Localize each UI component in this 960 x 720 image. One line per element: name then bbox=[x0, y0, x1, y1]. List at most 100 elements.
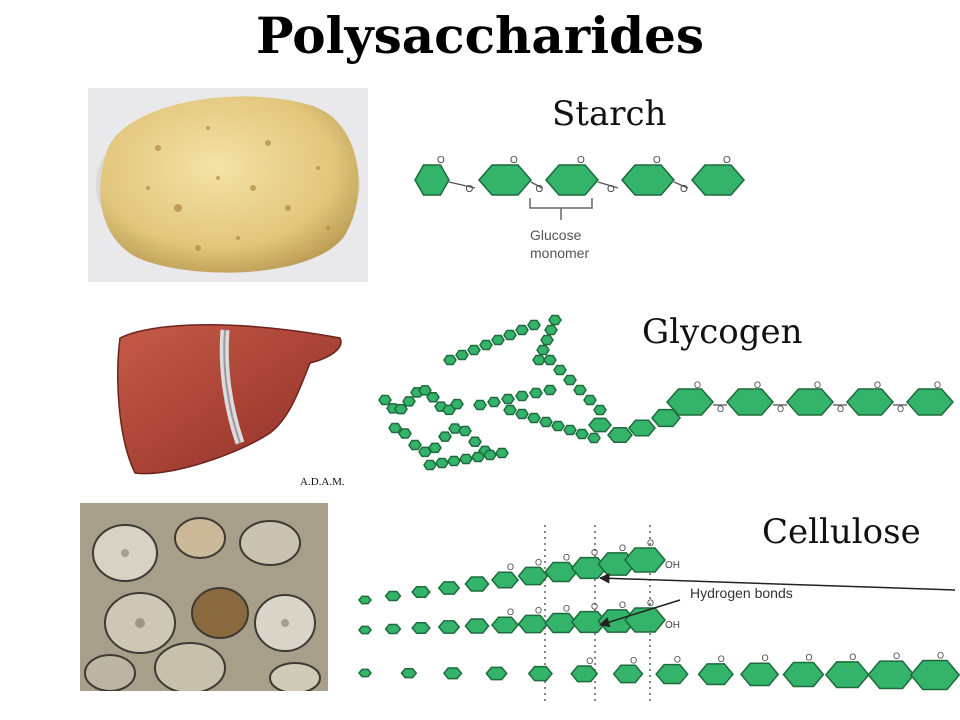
bridge-oxygen-label: O bbox=[717, 404, 724, 414]
glycosidic-link bbox=[597, 181, 619, 189]
hydroxyl-label: OH bbox=[665, 620, 680, 631]
ring-oxygen-label: O bbox=[507, 562, 514, 572]
ring-oxygen-label: O bbox=[563, 604, 570, 614]
starch-glucose-monomer bbox=[478, 164, 532, 196]
hydroxyl-label: OH bbox=[665, 560, 680, 571]
glycogen-linear-monomer bbox=[905, 388, 955, 416]
cellulose-monomer bbox=[358, 595, 372, 605]
starch-label: Starch bbox=[552, 94, 667, 134]
cellulose-monomer bbox=[740, 662, 780, 687]
starch-glucose-monomer bbox=[545, 164, 599, 196]
cellulose-monomer bbox=[697, 663, 734, 686]
ring-oxygen-label: O bbox=[563, 553, 570, 563]
glycogen-monomer bbox=[587, 432, 601, 444]
glycogen-monomer bbox=[495, 447, 509, 459]
glycogen-monomer bbox=[543, 384, 557, 396]
monomer-bracket bbox=[529, 198, 593, 209]
hbond-arrow-1 bbox=[598, 573, 956, 591]
cellulose-monomer bbox=[358, 625, 372, 635]
glycogen-monomer bbox=[398, 428, 412, 439]
cellulose-monomer bbox=[544, 561, 578, 583]
glycogen-monomer bbox=[473, 399, 487, 411]
liver-illustration: A.D.A.M. bbox=[110, 318, 345, 493]
cellulose-monomer bbox=[517, 614, 549, 634]
glycogen-monomer bbox=[593, 404, 607, 416]
glucose-annotation-line2: monomer bbox=[530, 245, 589, 261]
glycogen-linear-monomer bbox=[785, 388, 835, 416]
wood-logs-photo bbox=[80, 503, 328, 691]
glycogen-monomer bbox=[491, 334, 505, 346]
glycogen-monomer bbox=[447, 455, 461, 467]
glycogen-monomer bbox=[563, 424, 577, 436]
adam-credit: A.D.A.M. bbox=[300, 476, 345, 488]
glycogen-monomer bbox=[553, 364, 567, 376]
hbond-arrow-2 bbox=[598, 599, 681, 628]
cellulose-monomer bbox=[464, 576, 490, 592]
ring-oxygen-label: O bbox=[653, 155, 661, 166]
ring-oxygen-label: O bbox=[619, 600, 626, 610]
glycogen-monomer bbox=[435, 457, 449, 469]
glycogen-monomer bbox=[628, 419, 656, 437]
ring-oxygen-label: O bbox=[577, 155, 585, 166]
glycogen-monomer bbox=[471, 451, 485, 463]
glycogen-monomer bbox=[428, 442, 442, 454]
glycogen-monomer bbox=[583, 394, 597, 406]
cellulose-monomer bbox=[517, 566, 549, 586]
glycogen-monomer bbox=[394, 403, 408, 415]
glycogen-monomer bbox=[515, 390, 529, 402]
bridge-oxygen-label: O bbox=[607, 184, 615, 195]
glycogen-monomer bbox=[527, 412, 541, 424]
glycogen-monomer bbox=[443, 354, 457, 366]
cellulose-monomer bbox=[442, 667, 463, 680]
bridge-oxygen-label: O bbox=[897, 404, 904, 414]
glycogen-monomer bbox=[563, 374, 577, 386]
potato-photo bbox=[88, 88, 368, 282]
glycosidic-link bbox=[448, 181, 476, 189]
cellulose-monomer bbox=[491, 571, 519, 589]
ring-oxygen-label: O bbox=[754, 380, 761, 390]
cellulose-monomer bbox=[437, 581, 461, 595]
glycogen-monomer bbox=[402, 396, 416, 407]
ring-oxygen-label: O bbox=[507, 607, 514, 617]
glycogen-monomer bbox=[573, 384, 587, 396]
ring-oxygen-label: O bbox=[814, 380, 821, 390]
cellulose-monomer bbox=[491, 616, 519, 634]
bridge-oxygen-label: O bbox=[777, 404, 784, 414]
glycogen-monomer bbox=[458, 425, 472, 437]
bridge-oxygen-label: O bbox=[536, 184, 544, 195]
ring-oxygen-label: O bbox=[805, 653, 812, 663]
glycogen-monomer bbox=[455, 349, 469, 361]
hydrogen-bonds-annotation: Hydrogen bonds bbox=[690, 585, 793, 601]
glycogen-linear-monomer bbox=[845, 388, 895, 416]
ring-oxygen-label: O bbox=[937, 650, 944, 660]
glycogen-monomer bbox=[588, 417, 612, 433]
ring-oxygen-label: O bbox=[934, 380, 941, 390]
starch-glucose-monomer bbox=[414, 164, 450, 196]
glycogen-monomer bbox=[450, 398, 464, 410]
cellulose-monomer bbox=[867, 660, 915, 690]
ring-oxygen-label: O bbox=[591, 602, 598, 612]
cellulose-monomer bbox=[384, 590, 402, 602]
glycogen-monomer bbox=[515, 324, 529, 336]
glycogen-monomer bbox=[467, 344, 481, 356]
ring-oxygen-label: O bbox=[674, 655, 681, 665]
glucose-annotation-line1: Glucose bbox=[530, 227, 582, 243]
ring-oxygen-label: O bbox=[619, 543, 626, 553]
ring-oxygen-label: O bbox=[849, 652, 856, 662]
glycogen-monomer bbox=[536, 344, 550, 356]
wood-logs-illustration bbox=[80, 503, 328, 691]
ring-oxygen-label: O bbox=[647, 598, 654, 608]
potato-illustration bbox=[96, 96, 360, 273]
glycogen-monomer bbox=[540, 334, 554, 346]
cellulose-monomer bbox=[527, 665, 553, 682]
glycogen-monomer bbox=[459, 453, 473, 465]
glycogen-monomer bbox=[529, 387, 543, 399]
cellulose-monomer bbox=[464, 618, 490, 634]
ring-oxygen-label: O bbox=[510, 155, 518, 166]
ring-oxygen-label: O bbox=[586, 656, 593, 666]
ring-oxygen-label: O bbox=[535, 605, 542, 615]
starch-glucose-monomer bbox=[691, 164, 745, 196]
